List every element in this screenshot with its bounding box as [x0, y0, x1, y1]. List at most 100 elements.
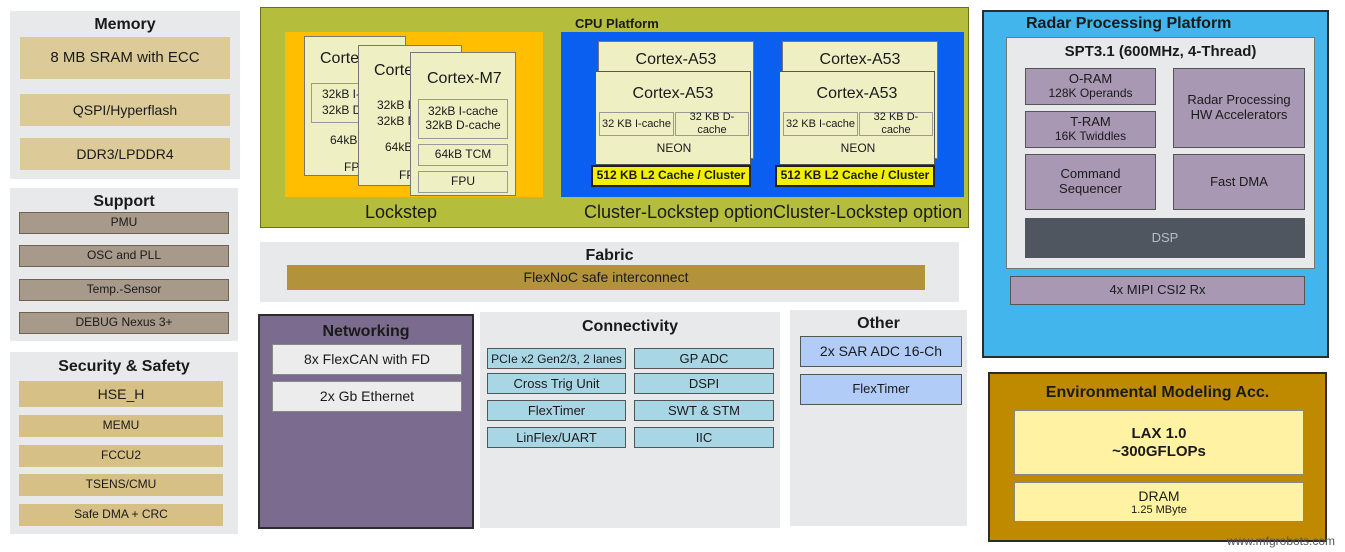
- lockstep-mid-dcache: 32kB D: [377, 114, 417, 128]
- radar-oram-name: O-RAM: [1068, 71, 1113, 87]
- cortex-m7-icache: 32kB I-cache: [427, 104, 499, 119]
- other-flextimer: FlexTimer: [800, 374, 962, 405]
- lockstep-block: Cortex 32kB I- 32kB D 64kB FP Corte 32kB…: [285, 32, 543, 197]
- other-panel: Other 2x SAR ADC 16-Ch FlexTimer: [790, 310, 967, 526]
- radar-cmd-seq-line1: Command: [1060, 166, 1121, 182]
- radar-dsp: DSP: [1025, 218, 1305, 258]
- env-dram-name: DRAM: [1138, 487, 1180, 504]
- memory-sram: 8 MB SRAM with ECC: [20, 37, 230, 79]
- cluster-2: Cortex-A53 Cortex-A53 32 KB I-cache 32 K…: [775, 41, 941, 187]
- security-fccu2: FCCU2: [19, 445, 223, 467]
- connectivity-linflex: LinFlex/UART: [487, 427, 626, 448]
- security-tsens-cmu: TSENS/CMU: [19, 474, 223, 496]
- radar-tram: T-RAM 16K Twiddles: [1025, 111, 1156, 148]
- cluster-2-icache: 32 KB I-cache: [783, 112, 858, 136]
- radar-hw-acc-line1: Radar Processing: [1187, 92, 1291, 108]
- cluster-2-back-name: Cortex-A53: [819, 51, 901, 68]
- lockstep-label: Lockstep: [365, 202, 438, 222]
- security-safe-dma: Safe DMA + CRC: [19, 504, 223, 526]
- fabric-title: Fabric: [585, 247, 634, 264]
- fabric-panel: Fabric FlexNoC safe interconnect: [260, 242, 959, 302]
- radar-command-sequencer: Command Sequencer: [1025, 154, 1156, 210]
- env-lax-name: LAX 1.0: [1131, 425, 1187, 443]
- connectivity-title: Connectivity: [581, 318, 678, 335]
- fabric-interconnect-bar: FlexNoC safe interconnect: [287, 265, 925, 290]
- cluster-1-icache: 32 KB I-cache: [599, 112, 674, 136]
- connectivity-flextimer: FlexTimer: [487, 400, 626, 421]
- security-panel: Security & Safety HSE_H MEMU FCCU2 TSENS…: [10, 352, 238, 534]
- cortex-m7-cache-box: 32kB I-cache 32kB D-cache: [418, 99, 508, 139]
- radar-panel: Radar Processing Platform SPT3.1 (600MHz…: [982, 10, 1329, 358]
- cluster-1-name: Cortex-A53: [632, 85, 714, 102]
- radar-hw-accelerators: Radar Processing HW Accelerators: [1173, 68, 1305, 148]
- cortex-m7-tcm: 64kB TCM: [418, 144, 508, 166]
- spt-block: SPT3.1 (600MHz, 4-Thread) O-RAM 128K Ope…: [1006, 37, 1315, 269]
- cluster-1-neon: NEON: [656, 141, 692, 156]
- lockstep-back-core-name: Cortex: [320, 50, 368, 67]
- memory-ddr: DDR3/LPDDR4: [20, 138, 230, 170]
- cpu-platform-title: CPU Platform: [575, 16, 659, 31]
- spt-title: SPT3.1 (600MHz, 4-Thread): [1064, 43, 1257, 60]
- cluster-2-core: Cortex-A53 32 KB I-cache 32 KB D-cache N…: [779, 71, 935, 165]
- cluster-1-label: Cluster-Lockstep option: [584, 202, 774, 222]
- connectivity-panel: Connectivity PCIe x2 Gen2/3, 2 lanes Cro…: [480, 312, 780, 528]
- security-memu: MEMU: [19, 415, 223, 437]
- security-title: Security & Safety: [58, 358, 190, 375]
- env-lax: LAX 1.0 ~300GFLOPs: [1014, 410, 1304, 475]
- lockstep-mid-icache: 32kB I-: [377, 98, 416, 112]
- cpu-platform-panel: CPU Platform Cortex 32kB I- 32kB D 64kB …: [260, 7, 969, 228]
- radar-cmd-seq-line2: Sequencer: [1059, 181, 1122, 196]
- radar-tram-name: T-RAM: [1070, 114, 1111, 130]
- lockstep-mid-core-name: Corte: [374, 62, 414, 79]
- support-title: Support: [93, 193, 155, 210]
- lockstep-back-icache: 32kB I-: [322, 87, 361, 101]
- cluster-1-core: Cortex-A53 32 KB I-cache 32 KB D-cache N…: [595, 71, 751, 165]
- watermark-text: www.mfgrobots.com: [1226, 534, 1335, 548]
- cluster-1-dcache: 32 KB D-cache: [675, 111, 749, 136]
- memory-qspi: QSPI/Hyperflash: [20, 94, 230, 126]
- radar-title: Radar Processing Platform: [1026, 15, 1232, 32]
- env-dram: DRAM 1.25 MByte: [1014, 482, 1304, 522]
- connectivity-iic: IIC: [634, 427, 774, 448]
- cluster-2-name: Cortex-A53: [816, 85, 898, 102]
- cluster-2-neon: NEON: [840, 141, 876, 156]
- connectivity-swt-stm: SWT & STM: [634, 400, 774, 421]
- lockstep-back-dcache: 32kB D: [322, 103, 362, 117]
- cortex-m7-name: Cortex-M7: [427, 70, 502, 87]
- cluster-1: Cortex-A53 Cortex-A53 32 KB I-cache 32 K…: [591, 41, 757, 187]
- env-lax-flops: ~300GFLOPs: [1112, 442, 1206, 460]
- env-dram-size: 1.25 MByte: [1131, 503, 1187, 516]
- cluster-1-back-name: Cortex-A53: [635, 51, 717, 68]
- networking-flexcan: 8x FlexCAN with FD: [272, 344, 462, 375]
- connectivity-dspi: DSPI: [634, 373, 774, 394]
- support-panel: Support PMU OSC and PLL Temp.-Sensor DEB…: [10, 188, 238, 341]
- connectivity-gp-adc: GP ADC: [634, 348, 774, 369]
- memory-panel: Memory 8 MB SRAM with ECC QSPI/Hyperflas…: [10, 11, 240, 179]
- radar-oram-detail: 128K Operands: [1048, 86, 1133, 101]
- lockstep-back-fpu: FP: [344, 160, 360, 174]
- other-title: Other: [857, 315, 900, 332]
- networking-title: Networking: [322, 323, 410, 340]
- radar-hw-acc-line2: HW Accelerators: [1190, 107, 1288, 122]
- support-debug-nexus: DEBUG Nexus 3+: [19, 312, 229, 334]
- radar-mipi: 4x MIPI CSI2 Rx: [1010, 276, 1305, 305]
- cortex-m7-fpu: FPU: [418, 171, 508, 193]
- support-temp-sensor: Temp.-Sensor: [19, 279, 229, 301]
- networking-panel: Networking 8x FlexCAN with FD 2x Gb Ethe…: [258, 314, 474, 529]
- env-panel: Environmental Modeling Acc. LAX 1.0 ~300…: [988, 372, 1327, 542]
- other-sar-adc: 2x SAR ADC 16-Ch: [800, 336, 962, 367]
- cluster-2-dcache: 32 KB D-cache: [859, 111, 933, 136]
- connectivity-cross-trig: Cross Trig Unit: [487, 373, 626, 394]
- cortex-m7-core: Cortex-M7 32kB I-cache 32kB D-cache 64kB…: [410, 52, 516, 196]
- support-pmu: PMU: [19, 212, 229, 234]
- radar-oram: O-RAM 128K Operands: [1025, 68, 1156, 105]
- support-osc-pll: OSC and PLL: [19, 245, 229, 267]
- cluster-2-label: Cluster-Lockstep option: [773, 202, 963, 222]
- cortex-m7-dcache: 32kB D-cache: [425, 118, 501, 132]
- cluster-2-l2-cache: 512 KB L2 Cache / Cluster: [775, 165, 935, 187]
- networking-ethernet: 2x Gb Ethernet: [272, 381, 462, 412]
- connectivity-pcie: PCIe x2 Gen2/3, 2 lanes: [487, 348, 626, 369]
- security-hse: HSE_H: [19, 381, 223, 407]
- radar-fast-dma: Fast DMA: [1173, 154, 1305, 210]
- cluster-1-l2-cache: 512 KB L2 Cache / Cluster: [591, 165, 751, 187]
